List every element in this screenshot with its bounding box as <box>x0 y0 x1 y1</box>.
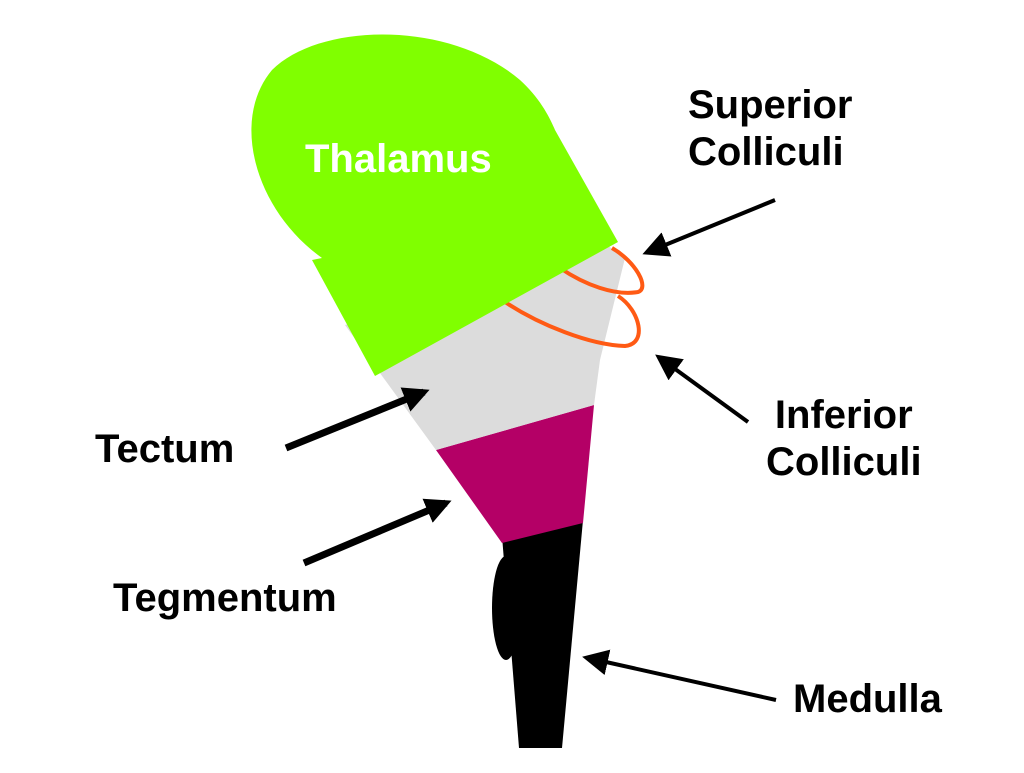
colliculi-outlines <box>503 246 645 349</box>
superior-colliculi-label-line2: Colliculi <box>688 129 844 174</box>
tectum-label: Tectum <box>95 427 235 471</box>
inferior-colliculi-label-line2: Colliculi <box>766 439 922 484</box>
tegmentum-label: Tegmentum <box>113 576 337 620</box>
arrow-tectum <box>284 387 430 452</box>
thalamus-shape <box>251 34 618 377</box>
thalamus-label: Thalamus <box>305 137 492 181</box>
medulla-label: Medulla <box>793 677 942 721</box>
arrow-superior-colliculi <box>642 198 776 257</box>
inferior-colliculi-label: Inferior Colliculi <box>766 392 922 486</box>
tegmentum-shape <box>436 405 594 543</box>
arrow-medulla <box>582 649 777 702</box>
medulla-shape <box>492 520 583 748</box>
arrow-tegmentum <box>302 498 452 567</box>
inferior-colliculi-label-line1: Inferior <box>774 393 913 437</box>
superior-colliculi-label-line1: Superior <box>688 83 853 127</box>
superior-colliculi-label: Superior Colliculi <box>688 82 852 176</box>
arrow-inferior-colliculi <box>655 354 750 424</box>
